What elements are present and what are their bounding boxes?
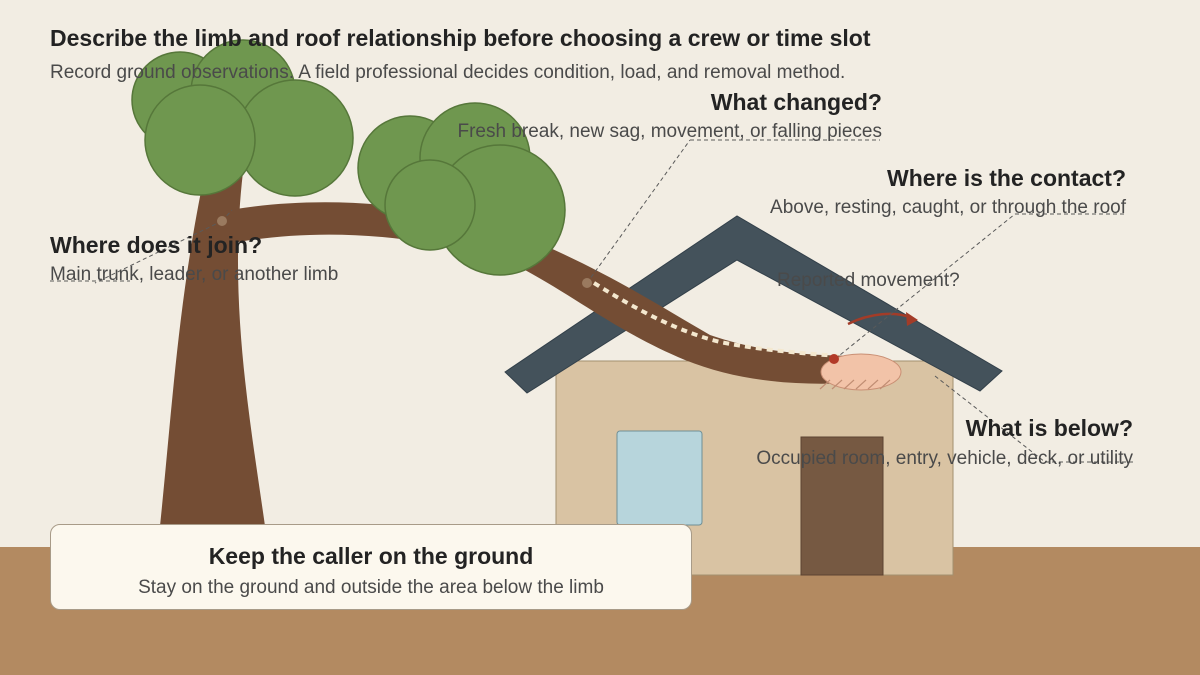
callout-title: Keep the caller on the ground [208, 543, 534, 569]
where-join-detail: Main trunk, leader, or another limb [50, 264, 339, 285]
movement-label: Reported movement? [777, 270, 960, 291]
page-subtitle: Record ground observations. A field prof… [50, 62, 846, 83]
where-contact-title: Where is the contact? [887, 165, 1126, 191]
house-window [616, 430, 703, 526]
house-roof [504, 215, 1003, 394]
what-below-detail: Occupied room, entry, vehicle, deck, or … [756, 448, 1133, 469]
where-join-title: Where does it join? [50, 232, 263, 258]
where-contact-detail: Above, resting, caught, or through the r… [770, 197, 1126, 218]
limb-crack-line [592, 281, 839, 358]
leader-lines [50, 139, 1133, 463]
page-title: Describe the limb and roof relationship … [50, 25, 871, 51]
contact-hatching [819, 379, 891, 390]
house-door [800, 436, 884, 576]
join-point [217, 216, 227, 226]
contact-point [829, 354, 839, 364]
safety-callout: Keep the caller on the ground Stay on th… [50, 524, 692, 610]
what-below-title: What is below? [965, 415, 1133, 441]
tree-canopy-limb [357, 102, 566, 276]
tree-canopy-main [131, 39, 354, 197]
tree-trunk [160, 172, 265, 526]
callout-detail: Stay on the ground and outside the area … [138, 577, 604, 598]
what-changed-detail: Fresh break, new sag, movement, or falli… [457, 121, 882, 142]
tree-limb [215, 202, 850, 384]
movement-arrowhead [906, 312, 918, 326]
change-point [582, 278, 592, 288]
what-changed-title: What changed? [710, 89, 882, 115]
